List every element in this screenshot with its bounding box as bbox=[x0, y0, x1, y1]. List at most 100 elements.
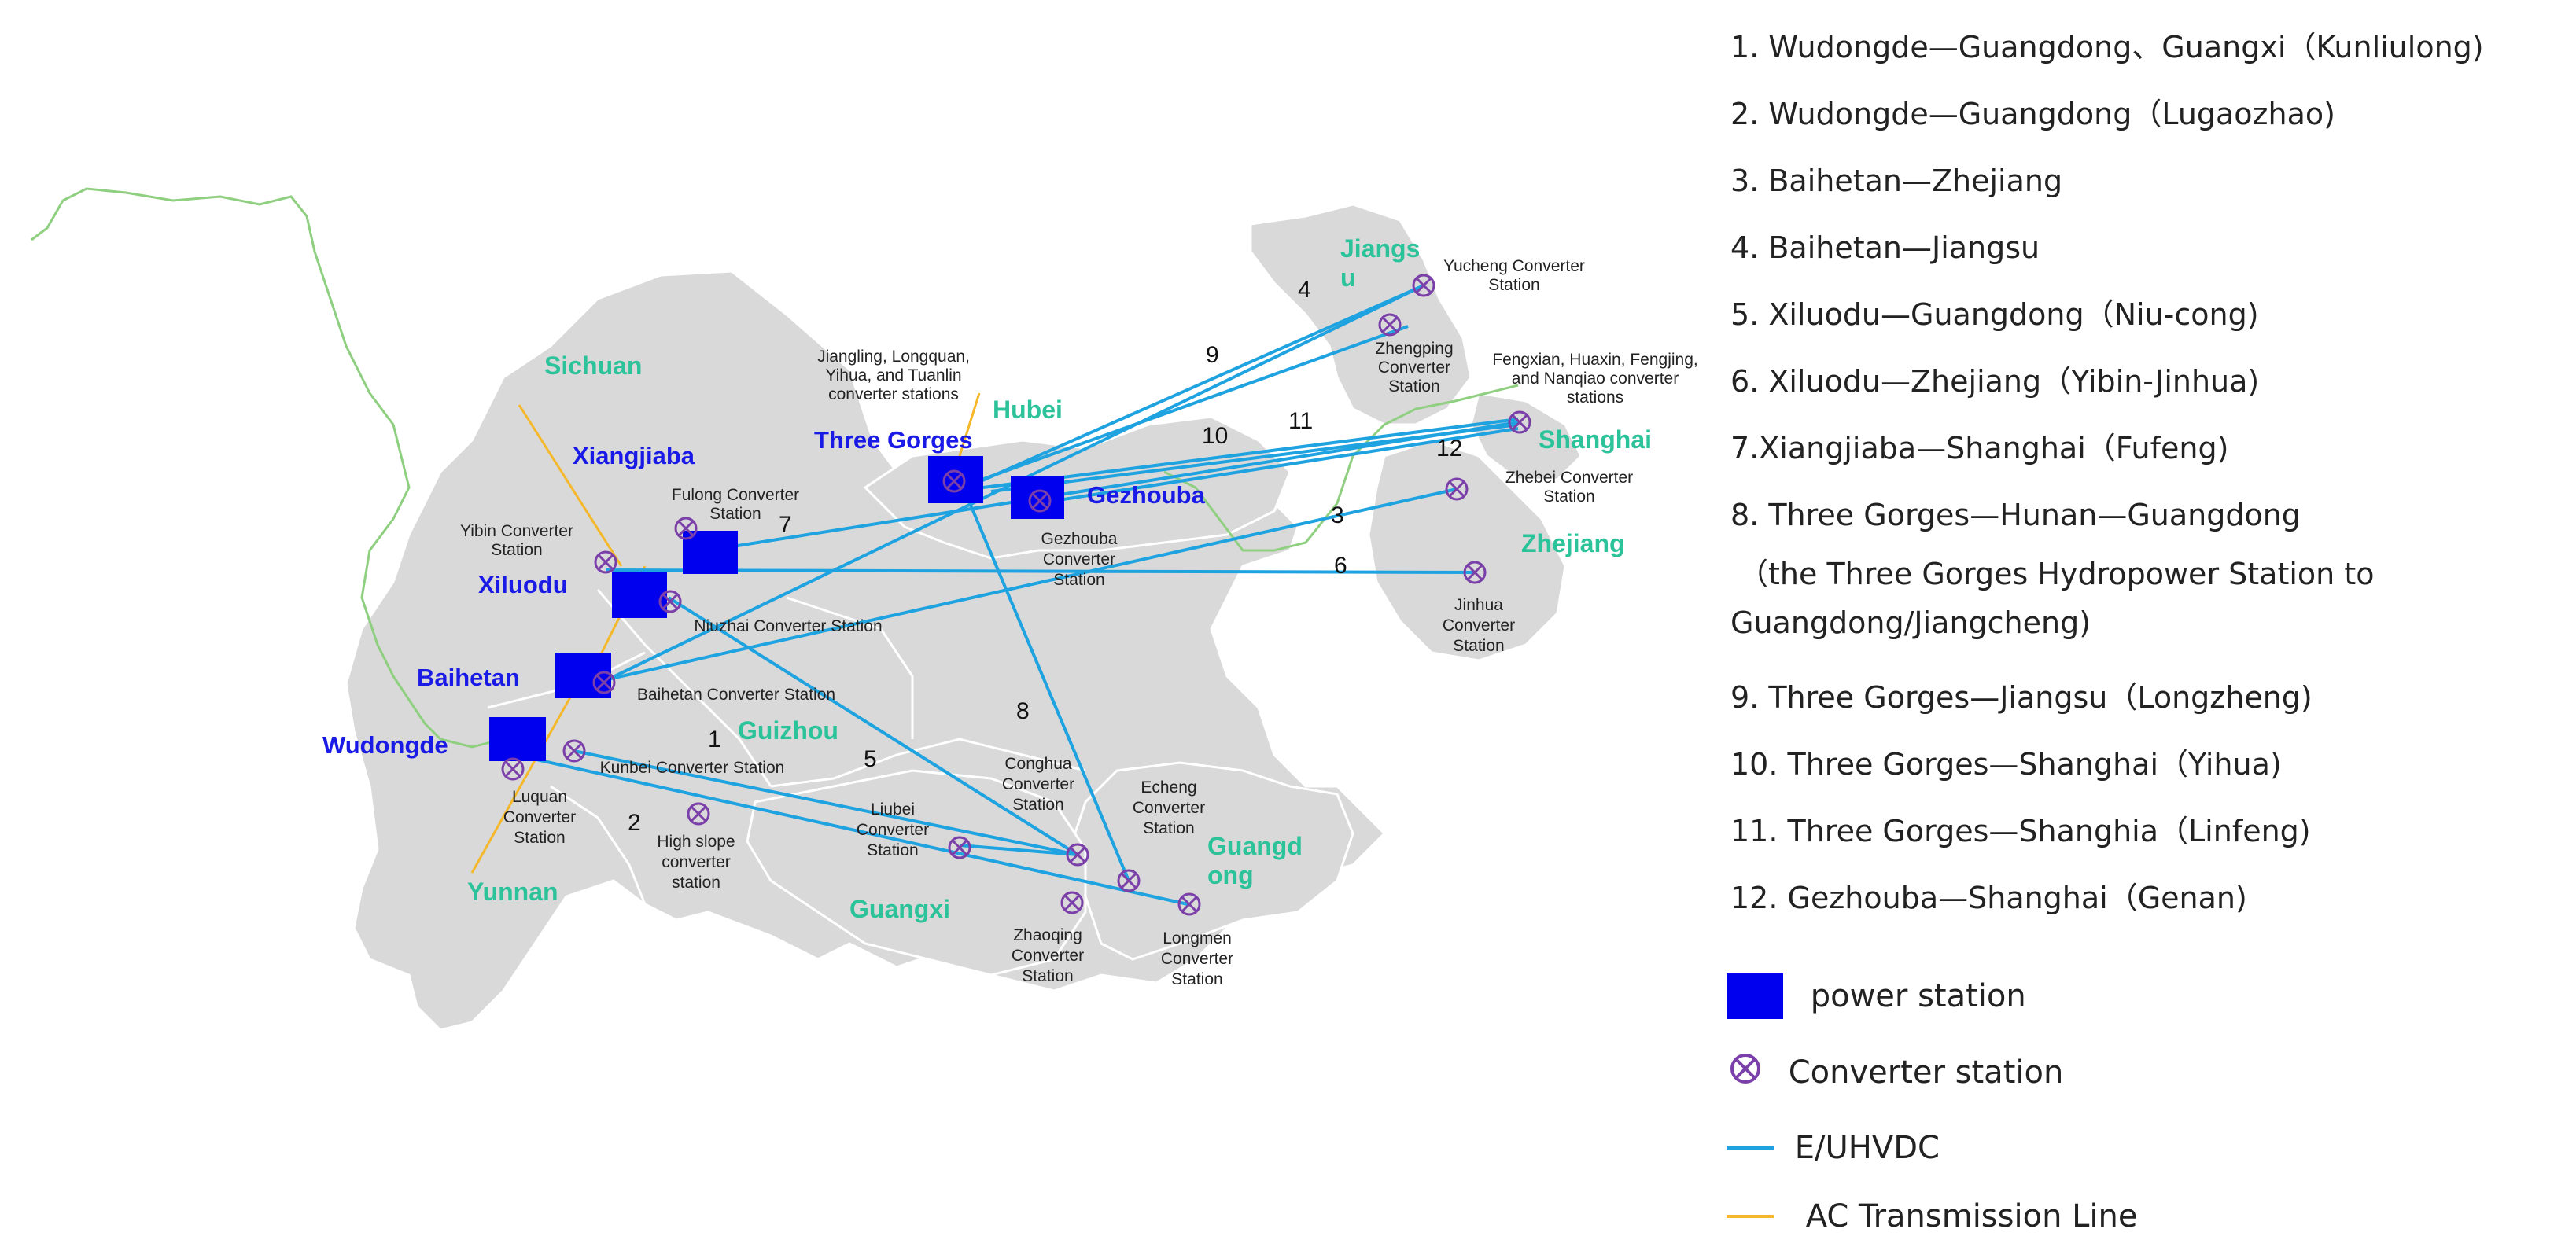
ac-line bbox=[518, 404, 623, 567]
legend-converter-label: Converter station bbox=[1788, 1054, 2064, 1091]
converter-stations bbox=[501, 274, 1531, 916]
province-borders bbox=[487, 589, 1086, 905]
region-jiangsu-u: u bbox=[1340, 263, 1356, 292]
uhvdc-line-12 bbox=[1037, 427, 1519, 505]
converter-longmen-icon bbox=[1177, 892, 1201, 916]
legend-ac-label: AC Transmission Line bbox=[1805, 1198, 2138, 1234]
converter-zhengping-icon bbox=[1378, 313, 1402, 337]
converter-zhaoqing-icon bbox=[1060, 891, 1084, 914]
baihetan-power-station bbox=[555, 653, 611, 698]
label-xiluodu: Xiluodu bbox=[478, 571, 568, 598]
converter-niuzhai-icon bbox=[658, 590, 682, 613]
uhvdc-line-9 bbox=[975, 284, 1424, 485]
label-three-gorges: Three Gorges bbox=[814, 426, 973, 454]
converter-yucheng-icon bbox=[1412, 274, 1435, 297]
converter-luquan-icon bbox=[501, 757, 525, 781]
converter-three-gorges-icon bbox=[942, 469, 966, 493]
uhvdc-line-7 bbox=[707, 421, 1519, 552]
legend-line-11: 11. Three Gorges—Shanghia（Linfeng) bbox=[1730, 814, 2311, 848]
converter-conghua-icon bbox=[1066, 843, 1089, 867]
legend-line-3: 3. Baihetan—Zhejiang bbox=[1730, 164, 2063, 198]
river-line bbox=[1163, 384, 1519, 552]
line-number-10: 10 bbox=[1202, 423, 1228, 449]
legend-line-10: 10. Three Gorges—Shanghai（Yihua) bbox=[1730, 747, 2282, 782]
uhvdc-line-3 bbox=[603, 488, 1458, 682]
converter-echeng-icon bbox=[1117, 869, 1141, 892]
line-number-5: 5 bbox=[864, 746, 877, 772]
label-wudongde: Wudongde bbox=[322, 731, 448, 759]
converter-yibin-icon bbox=[594, 550, 617, 574]
line-number-11: 11 bbox=[1288, 408, 1313, 434]
uhvdc-lines bbox=[514, 284, 1519, 906]
legend-line-7: 7.Xiangjiaba—Shanghai（Fufeng) bbox=[1730, 431, 2229, 465]
zhejiang-landmass bbox=[1367, 439, 1567, 662]
converter-swatch-icon bbox=[1727, 1050, 1764, 1095]
region-jiangsu: Jiangs bbox=[1340, 234, 1420, 263]
legend-uhvdc: E/UHVDC bbox=[1727, 1128, 1940, 1166]
region-zhejiang: Zhejiang bbox=[1521, 529, 1625, 557]
border-line bbox=[786, 596, 914, 739]
region-guangxi: Guangxi bbox=[849, 895, 950, 923]
uhvdc-line-11 bbox=[990, 423, 1519, 493]
power-station-labels: Xiangjiaba Three Gorges Gezhouba Xiluodu… bbox=[322, 426, 1206, 759]
uhvdc-line bbox=[959, 325, 1409, 489]
wudongde-power-station bbox=[489, 717, 546, 761]
power-station-swatch-icon bbox=[1727, 973, 1783, 1019]
uhvdc-swatch-icon bbox=[1727, 1146, 1774, 1150]
region-guangdong-ong: ong bbox=[1207, 861, 1254, 889]
legend-line-12: 12. Gezhouba—Shanghai（Genan) bbox=[1730, 881, 2247, 915]
line-number-3: 3 bbox=[1331, 502, 1344, 528]
region-yunnan: Yunnan bbox=[467, 878, 558, 906]
legend-line-9: 9. Three Gorges—Jiangsu（Longzheng) bbox=[1730, 680, 2313, 715]
border-line bbox=[596, 589, 772, 787]
uhvdc-line-8 bbox=[964, 493, 1130, 881]
uhvdc-line-10 bbox=[982, 418, 1519, 489]
label-baihetan-converter: Baihetan Converter Station bbox=[637, 686, 835, 704]
line-number-8: 8 bbox=[1016, 698, 1030, 724]
legend-line-1: 1. Wudongde—Guangdong、Guangxi（Kunliulong… bbox=[1730, 30, 2484, 64]
hubei-landmass bbox=[863, 415, 1292, 560]
converter-liubei-icon bbox=[948, 836, 971, 859]
line-number-4: 4 bbox=[1298, 277, 1311, 303]
border-line bbox=[770, 738, 1086, 788]
region-hubei: Hubei bbox=[993, 396, 1063, 424]
legend-line-5: 5. Xiluodu—Guangdong（Niu-cong) bbox=[1730, 297, 2259, 332]
converter-fengxian-icon bbox=[1508, 410, 1531, 434]
line-number-12: 12 bbox=[1436, 436, 1462, 462]
legend-power-station: power station bbox=[1727, 973, 2026, 1019]
legend-line-8: 8. Three Gorges—Hunan—Guangdong bbox=[1730, 498, 2301, 532]
converter-gezhouba-icon bbox=[1028, 489, 1052, 513]
converter-zhebei-icon bbox=[1445, 477, 1469, 501]
converter-kunbei-icon bbox=[562, 739, 586, 763]
converter-baihetan-icon bbox=[592, 671, 616, 694]
uhvdc-line-5 bbox=[667, 596, 1079, 856]
line-number-1: 1 bbox=[708, 727, 721, 752]
converter-jinhua-icon bbox=[1463, 561, 1487, 584]
river-line bbox=[31, 187, 504, 749]
uhvdc-line-6 bbox=[605, 568, 1476, 574]
label-gezhouba: Gezhouba bbox=[1087, 481, 1206, 509]
legend-power-station-label: power station bbox=[1810, 978, 2026, 1014]
legend-line-list: 1. Wudongde—Guangdong、Guangxi（Kunliulong… bbox=[1730, 16, 2572, 933]
legend-ac: AC Transmission Line bbox=[1727, 1197, 2138, 1234]
region-guangdong: Guangd bbox=[1207, 832, 1303, 860]
border-line bbox=[550, 785, 647, 905]
land-masses bbox=[345, 203, 1583, 1032]
xiluodu-power-station bbox=[612, 572, 667, 618]
converter-fulong-icon bbox=[674, 517, 698, 540]
